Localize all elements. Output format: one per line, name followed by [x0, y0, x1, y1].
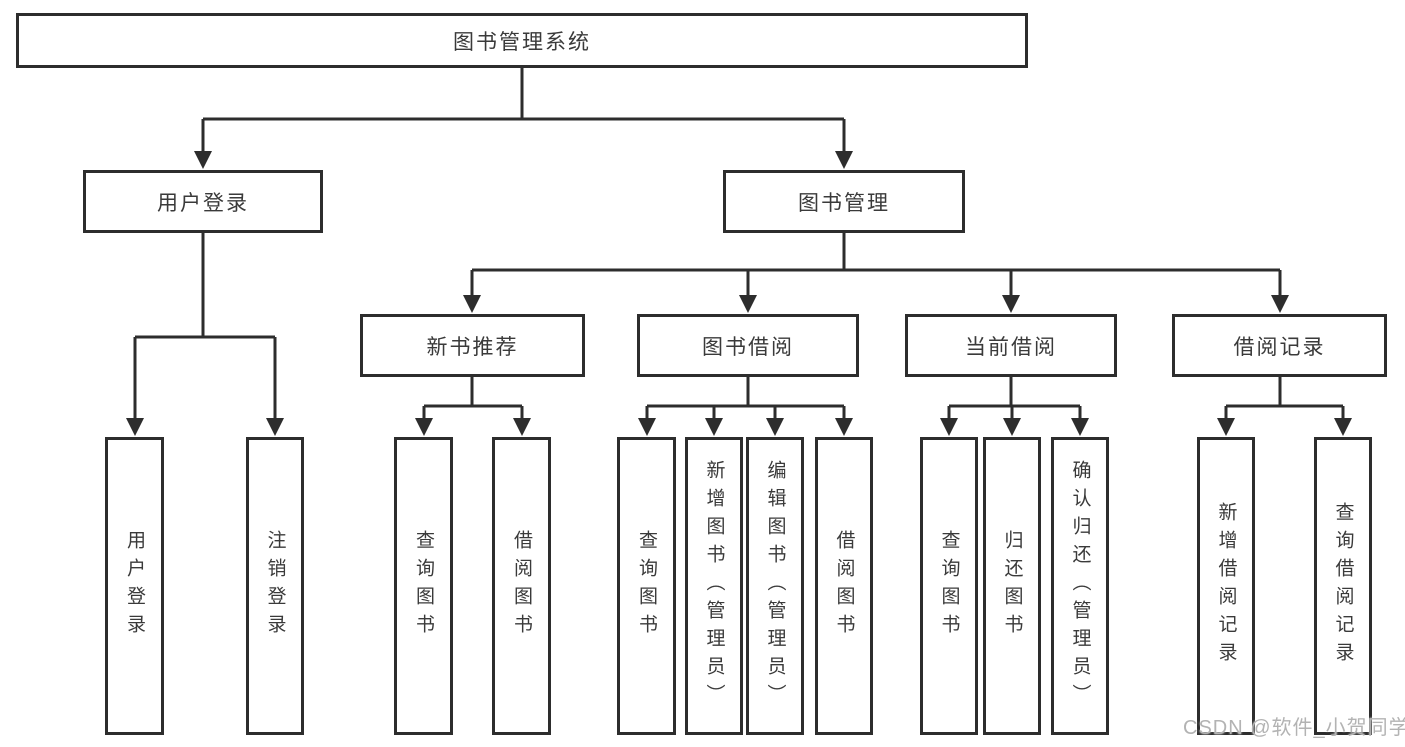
leaf-confirm-return-admin: 确认归还（管理员）	[1051, 437, 1109, 735]
leaf-logout-login: 注销登录	[246, 437, 304, 735]
leaf-borrow-books-borrowing: 借阅图书	[815, 437, 873, 735]
leaf-return-book: 归还图书	[983, 437, 1041, 735]
leaf-query-borrow-record: 查询借阅记录	[1314, 437, 1372, 735]
leaf-add-borrow-record: 新增借阅记录	[1197, 437, 1255, 735]
leaf-query-books-recommend: 查询图书	[394, 437, 453, 735]
leaf-user-login: 用户登录	[105, 437, 164, 735]
node-user-login: 用户登录	[83, 170, 323, 233]
csdn-watermark: CSDN @软件_小贺同学	[1183, 717, 1405, 739]
node-current-borrowing: 当前借阅	[905, 314, 1117, 377]
leaf-edit-book-admin: 编辑图书（管理员）	[746, 437, 804, 735]
node-book-management: 图书管理	[723, 170, 965, 233]
leaf-query-books-borrowing: 查询图书	[617, 437, 676, 735]
node-book-management-system: 图书管理系统	[16, 13, 1028, 68]
leaf-add-book-admin: 新增图书（管理员）	[685, 437, 743, 735]
leaf-query-books-current: 查询图书	[920, 437, 978, 735]
node-borrowing-records: 借阅记录	[1172, 314, 1387, 377]
leaf-borrow-books-recommend: 借阅图书	[492, 437, 551, 735]
node-book-borrowing: 图书借阅	[637, 314, 859, 377]
node-new-book-recommend: 新书推荐	[360, 314, 585, 377]
